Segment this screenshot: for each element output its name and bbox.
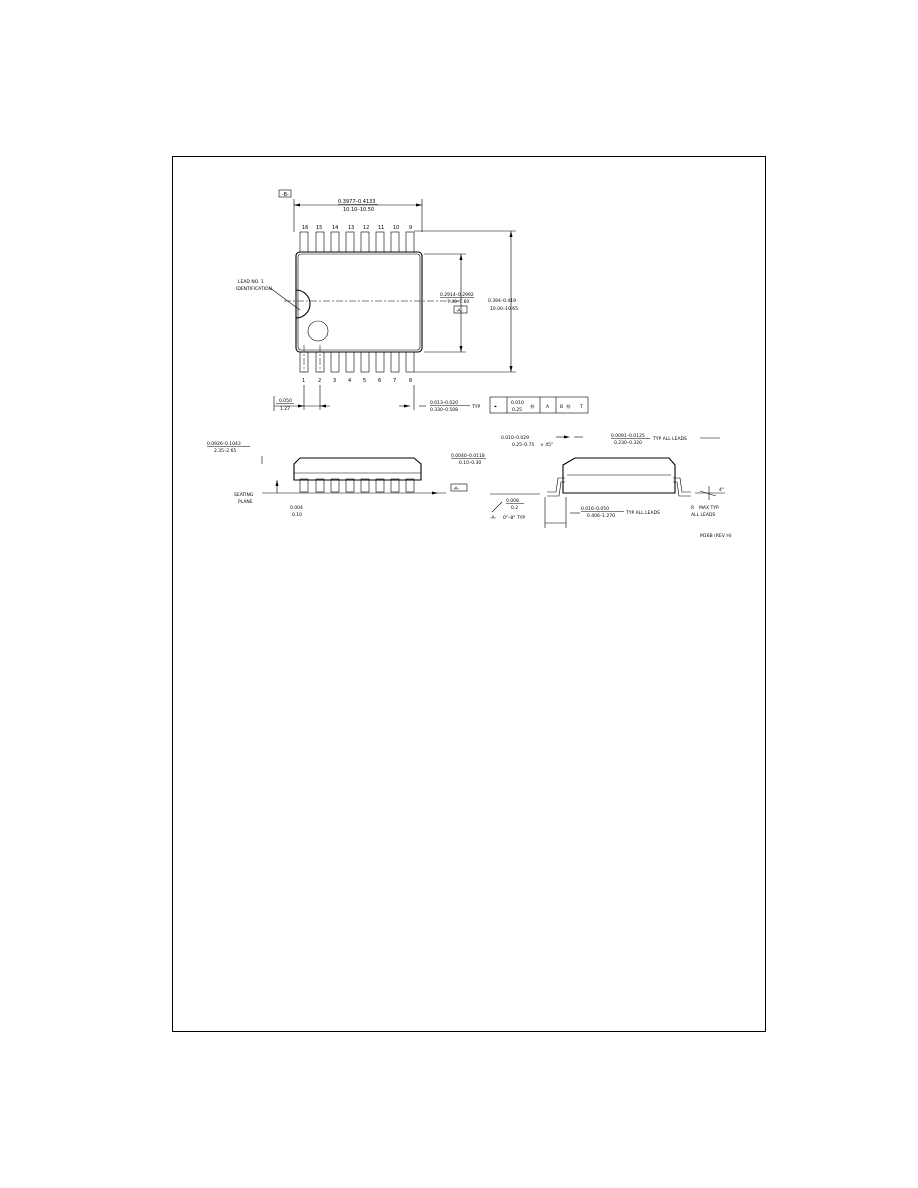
position-symbol: ⌖ [494, 404, 497, 410]
angle-marker: -A- [490, 515, 497, 521]
ref-a: A [546, 404, 550, 410]
pin1-notch [295, 289, 311, 319]
drawing-id: M16B (REV H) [700, 533, 732, 539]
side-leads [299, 478, 415, 493]
pin1-dot [307, 320, 329, 342]
pin-number-10: 10 [393, 225, 399, 231]
pin1-note-line1: LEAD NO. 1 [238, 279, 264, 285]
package-body-end [562, 457, 676, 494]
foot-in: 0.016–0.050 [581, 506, 609, 512]
pin-number-3: 3 [333, 378, 336, 384]
mmc-symbol-1: Ⓜ [530, 403, 535, 410]
datum-a-label-top: -A- [456, 308, 463, 314]
pin-number-16: 16 [302, 225, 308, 231]
ref-b: B [560, 404, 563, 410]
pin-number-12: 12 [363, 225, 369, 231]
end-lead-thk-mm: 0.230–0.320 [614, 440, 642, 446]
height-mm: 2.35–2.65 [214, 448, 236, 454]
angle-mm: 0.2 [511, 505, 518, 511]
seating-plane-1: SEATING [234, 492, 254, 498]
datum-a-box-side [450, 483, 468, 492]
end-lead-thk-in: 0.0091–0.0125 [611, 433, 645, 439]
pitch-in: 0.050 [279, 398, 292, 404]
radius-max: MAX TYP [699, 505, 719, 511]
pin-number-15: 15 [316, 225, 322, 231]
drawing-frame [172, 156, 766, 1032]
top-leads [299, 231, 415, 253]
overall-mm: 10.00–10.65 [490, 306, 518, 312]
pin-number-2: 2 [318, 378, 321, 384]
end-lead-thk-suffix: TYP ALL LEADS [652, 436, 687, 442]
bottom-pin-numbers: 1 2 3 4 5 6 7 8 [302, 378, 412, 384]
height-in: 0.0926–0.1043 [207, 441, 241, 447]
tolerance-mm: 0.25 [512, 407, 522, 413]
end-lead-left [547, 477, 565, 493]
pin1-leader [269, 287, 301, 311]
chamfer-mm: 0.25–0.75 [512, 442, 534, 448]
pin-number-14: 14 [332, 225, 338, 231]
top-pin-numbers: 16 15 14 13 12 11 10 9 [302, 225, 412, 231]
package-body-side [293, 457, 422, 481]
pin-number-13: 13 [348, 225, 354, 231]
lead-width-mm: 0.330–0.508 [430, 407, 458, 413]
feature-control-frame: ⌖ 0.010 0.25 Ⓜ A B Ⓜ T [489, 396, 589, 414]
length-in: 0.3977–0.4133 [338, 199, 376, 205]
datum-b-label: -B- [282, 192, 289, 198]
end-lead-right [673, 477, 691, 493]
datum-a-box-top [453, 305, 468, 314]
right-angle-label: 4° [719, 487, 724, 493]
pin-number-8: 8 [409, 378, 412, 384]
foot-suffix: TYP ALL LEADS [625, 510, 660, 516]
tolerance-in: 0.010 [511, 400, 524, 406]
side-lead-thk-in: 0.004 [290, 505, 303, 511]
standoff-in: 0.0040–0.0118 [451, 453, 485, 459]
overall-in: 0.394–0.419 [488, 298, 516, 304]
length-mm: 10.10–10.50 [343, 207, 374, 213]
foot-mm: 0.406–1.270 [587, 513, 615, 519]
ref-t: T [579, 404, 583, 410]
pin-number-4: 4 [348, 378, 351, 384]
pin-number-6: 6 [378, 378, 381, 384]
angle-in: 0.008 [506, 498, 519, 504]
lead-width-typ: TYP [471, 404, 480, 410]
pitch-mm: 1.27 [280, 406, 290, 412]
width-mm: 7.40–7.60 [447, 299, 469, 305]
seating-plane-2: PLANE [238, 499, 253, 505]
datum-a-label-side: -A- [453, 486, 460, 492]
lead-width-in: 0.013–0.020 [430, 400, 458, 406]
radius-r: R [691, 505, 694, 511]
side-lead-thk-mm: 0.10 [292, 512, 302, 518]
package-body-top [295, 251, 423, 353]
chamfer-suffix: × 45° [540, 442, 553, 448]
chamfer-in: 0.010–0.029 [501, 435, 529, 441]
mmc-symbol-2: Ⓜ [566, 403, 571, 410]
angle-suffix: 0°–8° TYP [503, 515, 525, 521]
bottom-leads [299, 351, 415, 373]
standoff-mm: 0.10–0.30 [459, 460, 481, 466]
pin1-note-line2: IDENTIFICATION [236, 286, 272, 292]
pin-number-1: 1 [302, 378, 305, 384]
datum-b-box [278, 189, 292, 198]
pin-number-7: 7 [393, 378, 396, 384]
width-in: 0.2914–0.2992 [440, 292, 474, 298]
pin-number-5: 5 [363, 378, 366, 384]
pin-number-9: 9 [409, 225, 412, 231]
radius-all-leads: ALL LEADS [691, 512, 715, 518]
pin-number-11: 11 [378, 225, 384, 231]
